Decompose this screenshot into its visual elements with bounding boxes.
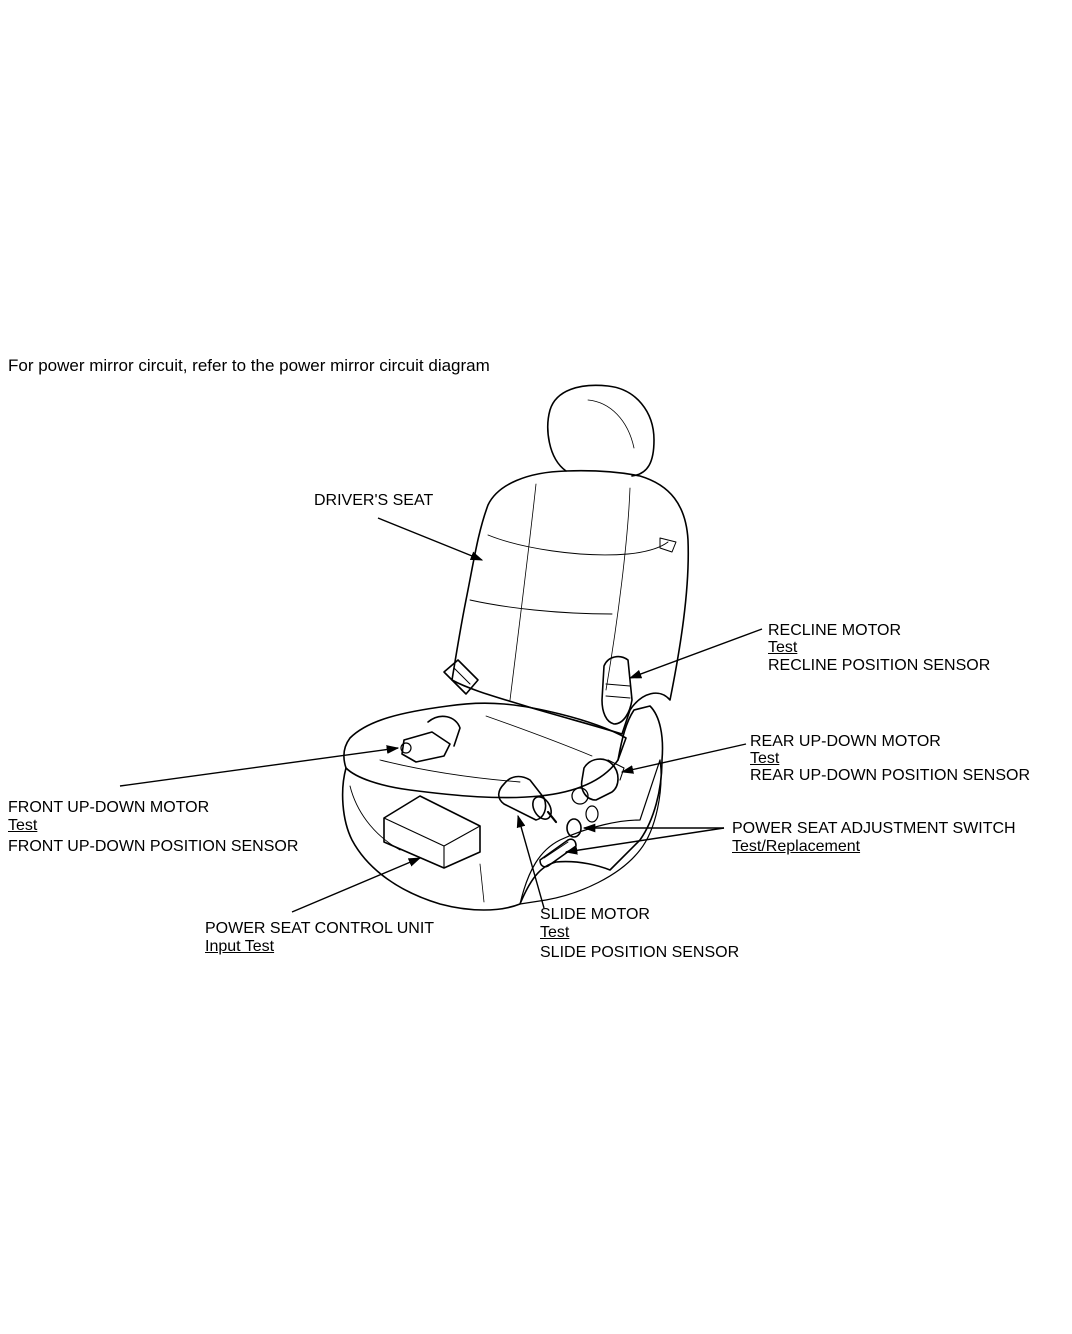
leader-slide (516, 814, 545, 909)
side-shield (519, 759, 662, 905)
front-updown-title: FRONT UP-DOWN MOTOR (8, 799, 210, 816)
leader-control-unit (291, 857, 422, 913)
leader-drivers-seat (377, 517, 484, 561)
recline-motor (601, 655, 633, 725)
control-unit-title: POWER SEAT CONTROL UNIT (205, 920, 435, 937)
backrest (451, 469, 690, 735)
recline-sensor-label: RECLINE POSITION SENSOR (768, 657, 991, 674)
front-updown-test-link[interactable]: Test (8, 817, 38, 834)
front-updown-sensor-label: FRONT UP-DOWN POSITION SENSOR (8, 838, 299, 855)
rear-updown-test-link[interactable]: Test (750, 750, 780, 767)
slide-motor (497, 775, 547, 821)
page-note: For power mirror circuit, refer to the p… (8, 356, 490, 375)
seat-base (341, 705, 664, 911)
adjust-switch-test-link[interactable]: Test/Replacement (732, 838, 861, 855)
recline-motor-test-link[interactable]: Test (768, 639, 798, 656)
slide-sensor-label: SLIDE POSITION SENSOR (540, 944, 740, 961)
headrest (547, 384, 655, 477)
drivers-seat-label: DRIVER'S SEAT (314, 492, 434, 509)
seat-belt-buckle (443, 659, 479, 695)
leader-switch-2 (564, 827, 725, 855)
control-unit-input-test-link[interactable]: Input Test (205, 938, 275, 955)
recline-motor-title: RECLINE MOTOR (768, 622, 902, 639)
rear-updown-title: REAR UP-DOWN MOTOR (750, 733, 941, 750)
leader-rear-updown (620, 743, 747, 774)
adjust-switch-title: POWER SEAT ADJUSTMENT SWITCH (732, 820, 1016, 837)
slide-motor-test-link[interactable]: Test (540, 924, 570, 941)
rear-updown-sensor-label: REAR UP-DOWN POSITION SENSOR (750, 767, 1031, 784)
leader-front-updown (119, 745, 400, 787)
switch-knob (566, 818, 582, 838)
leader-recline (628, 628, 763, 679)
control-unit-box (383, 795, 481, 869)
slide-motor-title: SLIDE MOTOR (540, 906, 650, 923)
front-motor (401, 731, 451, 763)
rear-motor (580, 758, 619, 801)
seat-cushion (343, 702, 627, 799)
